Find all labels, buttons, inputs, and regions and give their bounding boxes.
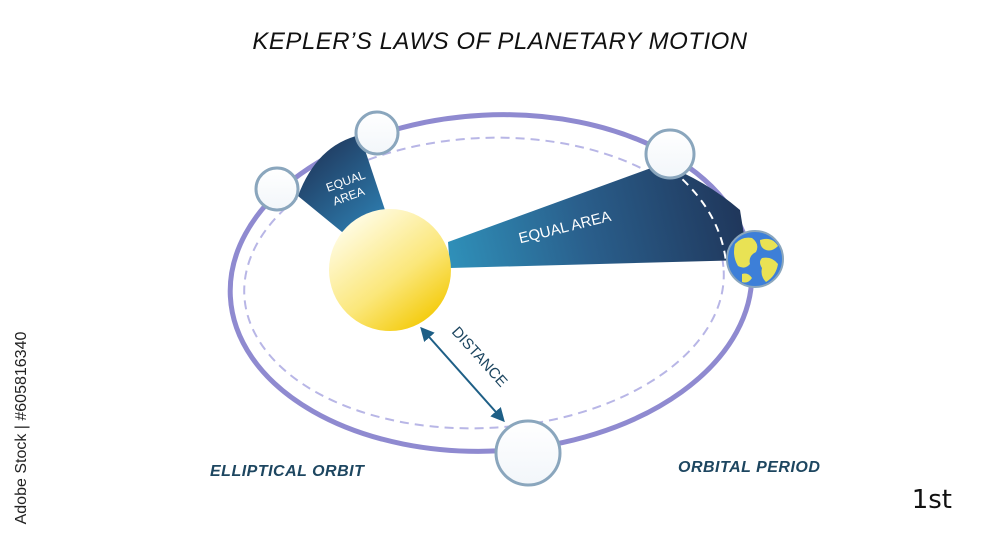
planet-bottom: [494, 419, 562, 487]
inner-dashed-orbit: [243, 136, 725, 430]
orbital-period-label: ORBITAL PERIOD: [678, 459, 821, 476]
elliptical-orbit-label: ELLIPTICAL ORBIT: [210, 463, 365, 480]
dashed-orbit-overlay: [671, 169, 727, 263]
planet-top-left: [254, 166, 300, 212]
planet-upper-right: [644, 128, 696, 180]
distance-arrow: [420, 326, 505, 423]
equal-area-sector-large: [448, 164, 748, 268]
law-number-label: 1st: [911, 485, 952, 515]
earth-icon: [726, 230, 784, 288]
distance-label: DISTANCE: [448, 324, 511, 391]
side-watermark: Adobe Stock | #605816340: [10, 318, 34, 538]
equal-area-sector-small: [298, 135, 385, 232]
page-title: KEPLER’S LAWS OF PLANETARY MOTION: [252, 28, 748, 55]
sun-icon: [329, 209, 451, 331]
planet-top: [354, 110, 400, 156]
side-watermark-text: Adobe Stock | #605816340: [13, 331, 30, 525]
